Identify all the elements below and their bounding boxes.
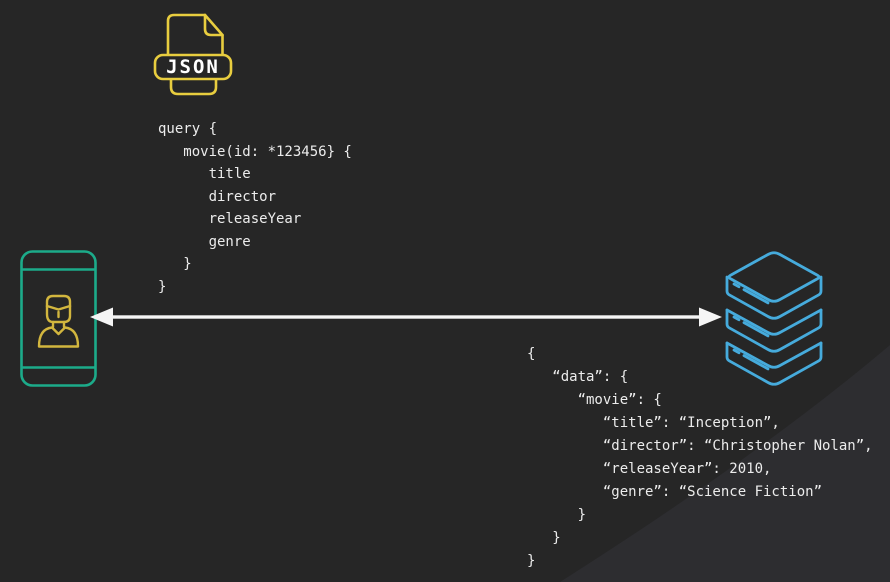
- arrowhead-right: [699, 307, 722, 327]
- bidirectional-arrow: [90, 307, 722, 327]
- client-phone-icon: [20, 250, 97, 387]
- smartphone-icon: [20, 250, 97, 387]
- document-icon: [153, 13, 233, 96]
- query-code-block: query { movie(id: *123456} { title direc…: [158, 121, 352, 295]
- user-icon: [37, 294, 80, 348]
- database-icon: [722, 249, 826, 387]
- json-file-label: JSON: [166, 56, 220, 78]
- database-stack-icon: [725, 251, 823, 386]
- json-file-icon: JSON: [145, 5, 241, 101]
- response-code-block: { “data”: { “movie”: { “title”: “Incepti…: [527, 346, 873, 569]
- arrowhead-left: [90, 307, 113, 327]
